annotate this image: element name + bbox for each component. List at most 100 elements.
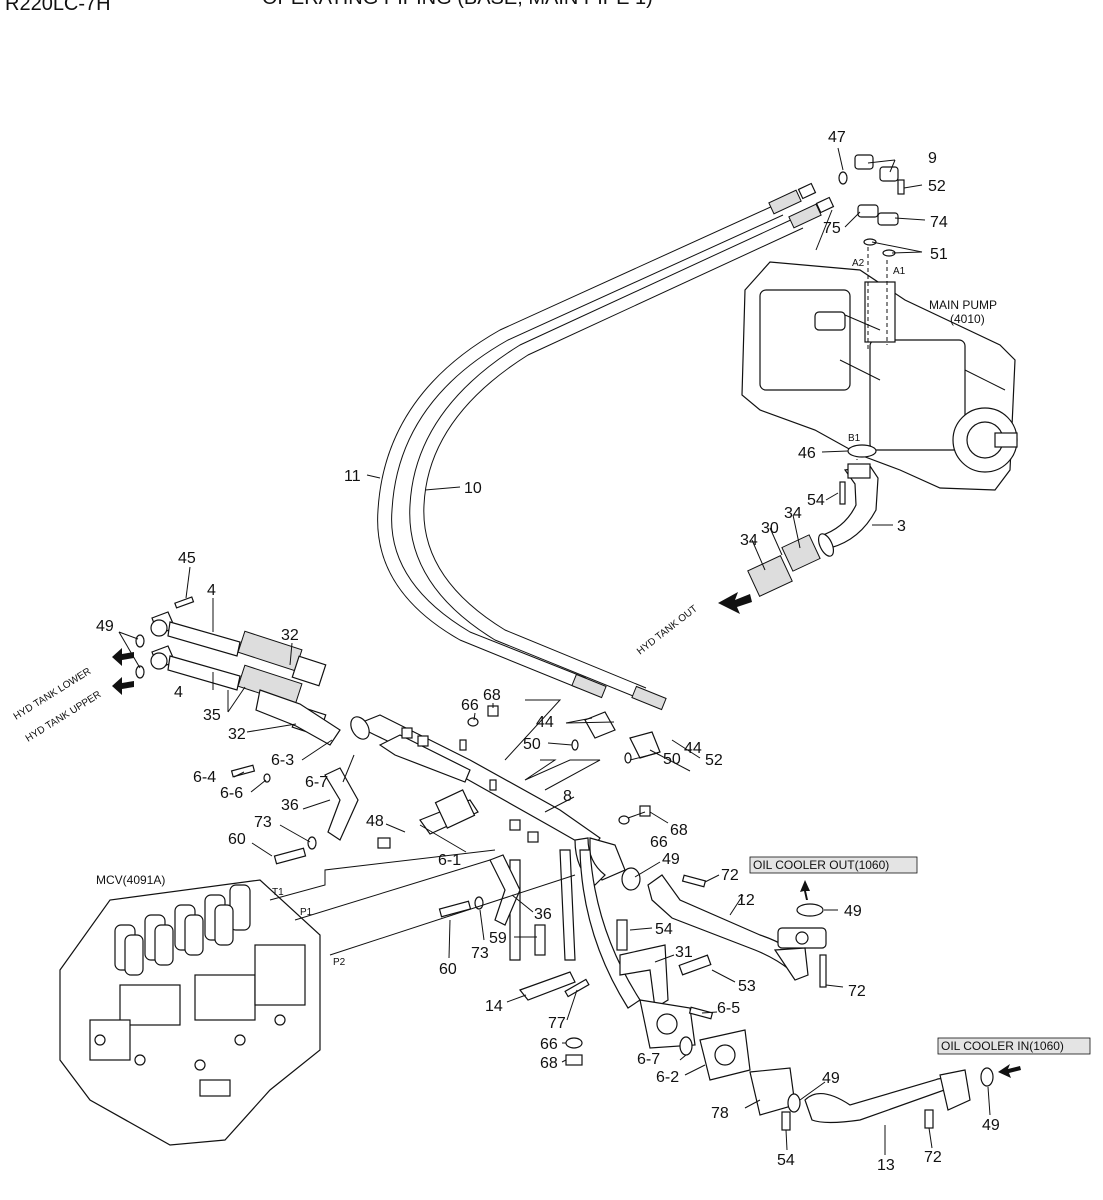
callout-13: 13 <box>877 1157 895 1174</box>
callout-45: 45 <box>178 550 196 567</box>
callout-44-right: 44 <box>684 740 702 757</box>
callout-46: 46 <box>798 445 816 462</box>
callout-72-mid: 72 <box>848 983 866 1000</box>
callout-60-left: 60 <box>228 831 246 848</box>
suction-pipe <box>747 463 879 597</box>
hose-fittings-upper <box>768 182 835 229</box>
callout-11: 11 <box>344 468 361 485</box>
hose-fittings-lower <box>571 673 667 711</box>
callout-54-pump: 54 <box>807 492 825 509</box>
callout-4-upper: 4 <box>207 582 216 599</box>
callout-49-bottom: 49 <box>822 1070 840 1087</box>
callout-54-bottom: 54 <box>777 1152 795 1169</box>
callout-32-upper: 32 <box>281 627 299 644</box>
p2-line <box>329 874 576 956</box>
callout-49-right: 49 <box>982 1117 1000 1134</box>
main-pump-code: (4010) <box>950 312 985 326</box>
oil-cooler-in-box <box>937 1037 1091 1055</box>
callout-73-right: 73 <box>471 945 489 962</box>
callout-52: 52 <box>928 178 946 195</box>
callout-6-5: 6-5 <box>717 1000 740 1017</box>
callout-4-lower: 4 <box>174 684 183 701</box>
hyd-tank-out-label: HYD TANK OUT <box>635 603 700 657</box>
callout-72-bottom: 72 <box>924 1149 942 1166</box>
callout-30: 30 <box>761 520 779 537</box>
callout-60-right: 60 <box>439 961 457 978</box>
model-code: R220LC-7H <box>5 0 111 15</box>
callout-32-lower: 32 <box>228 726 246 743</box>
tank-upper-arrow <box>112 677 134 695</box>
callout-66-bottom: 66 <box>540 1036 558 1053</box>
callout-35: 35 <box>203 707 221 724</box>
hyd-tank-lower-label: HYD TANK LOWER <box>12 666 93 723</box>
mcv-label: MCV(4091A) <box>96 873 165 887</box>
page-title: OPERATING PIPING (BASE, MAIN PIPE 1) <box>262 0 653 9</box>
return-hoses <box>135 596 341 746</box>
hose-link-line <box>524 759 601 791</box>
port-t1-label: T1 <box>272 887 284 898</box>
callout-49-left: 49 <box>96 618 114 635</box>
port-p2-label: P2 <box>333 957 346 968</box>
callout-6-7-bottom: 6-7 <box>637 1051 660 1068</box>
hose-link-line-2 <box>504 699 562 761</box>
hose-11 <box>377 204 784 689</box>
leader-lines <box>118 147 991 1155</box>
port-b1-label: B1 <box>848 433 861 444</box>
port-a2-label: A2 <box>852 258 865 269</box>
tank-lower-arrow <box>112 648 134 666</box>
callout-8: 8 <box>563 788 572 805</box>
callout-68-mid: 68 <box>670 822 688 839</box>
callout-36-right: 36 <box>534 906 552 923</box>
oil-cooler-in-pipe <box>639 999 994 1131</box>
callout-68-bottom: 68 <box>540 1055 558 1072</box>
oil-cooler-out-label: OIL COOLER OUT(1060) <box>753 858 889 872</box>
manifold-fittings <box>377 727 539 849</box>
main-pump <box>741 261 1018 491</box>
callout-6-4: 6-4 <box>193 769 216 786</box>
callout-9: 9 <box>928 150 937 167</box>
callout-49-out: 49 <box>844 903 862 920</box>
callout-75: 75 <box>823 220 841 237</box>
pump-top-fittings <box>838 154 905 458</box>
callout-6-6: 6-6 <box>220 785 243 802</box>
oil-cooler-in-arrow <box>998 1064 1021 1078</box>
callout-49-mid: 49 <box>662 851 680 868</box>
callout-52-mid: 52 <box>705 752 723 769</box>
t1-line <box>269 849 496 901</box>
callout-50-right: 50 <box>663 751 681 768</box>
callout-31: 31 <box>675 944 693 961</box>
callout-50-left: 50 <box>523 736 541 753</box>
port-a1-label: A1 <box>893 266 906 277</box>
oil-cooler-out-arrow <box>800 880 810 900</box>
hose-10 <box>409 217 804 699</box>
callout-6-2: 6-2 <box>656 1069 679 1086</box>
callout-51: 51 <box>930 246 948 263</box>
port-p1-label: P1 <box>300 907 313 918</box>
bolts <box>230 764 712 1066</box>
callout-68-top: 68 <box>483 687 501 704</box>
center-manifold <box>350 714 641 1009</box>
callout-72-top: 72 <box>721 867 739 884</box>
callout-3: 3 <box>897 518 906 535</box>
callout-66-mid: 66 <box>650 834 668 851</box>
callout-47: 47 <box>828 129 846 146</box>
mcv-valve <box>59 879 321 1146</box>
callout-14: 14 <box>485 998 503 1015</box>
callout-44-left: 44 <box>536 714 554 731</box>
callout-10: 10 <box>464 480 482 497</box>
callout-53: 53 <box>738 978 756 995</box>
oil-cooler-out-pipe <box>621 867 827 988</box>
hyd-tank-out-arrow <box>718 592 752 614</box>
callout-48: 48 <box>366 813 384 830</box>
oil-cooler-in-label: OIL COOLER IN(1060) <box>941 1039 1064 1053</box>
brackets <box>324 767 669 1009</box>
callout-74: 74 <box>930 214 948 231</box>
callout-73-left: 73 <box>254 814 272 831</box>
callout-34-a: 34 <box>740 532 758 549</box>
flange-plates <box>467 705 661 825</box>
callout-59: 59 <box>489 930 507 947</box>
callout-6-1: 6-1 <box>438 852 461 869</box>
callout-6-7-left: 6-7 <box>305 774 328 791</box>
callout-12: 12 <box>737 892 755 909</box>
callout-labels: 47 9 52 74 75 51 46 54 3 34 30 34 11 10 … <box>96 129 1000 1174</box>
